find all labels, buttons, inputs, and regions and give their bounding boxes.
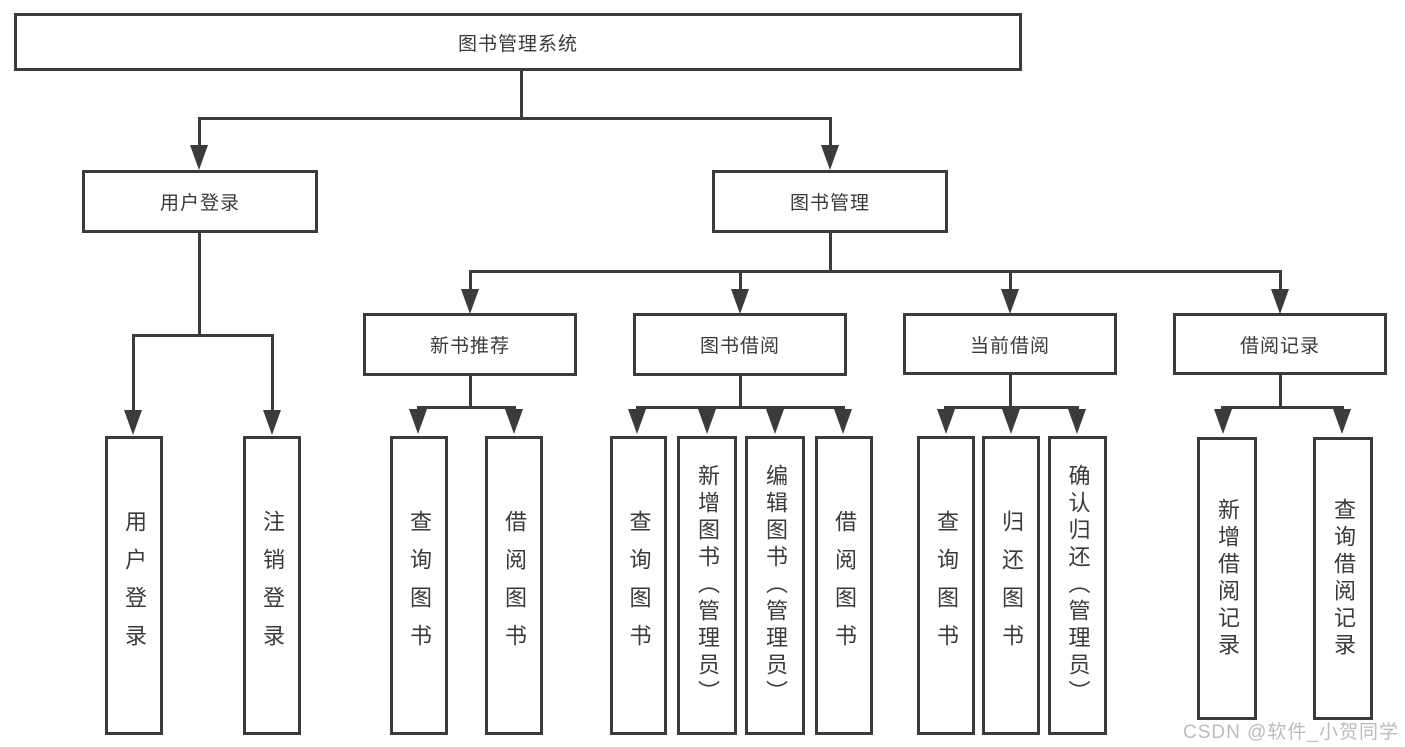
node-label: 确认归还（管理员） [1065, 464, 1091, 707]
node-current-borrowing: 当前借阅 [903, 313, 1117, 375]
arrowhead-icon [1001, 289, 1019, 314]
leaf-query-books-borrowing: 查询图书 [610, 436, 667, 735]
node-label: 查询图书 [934, 509, 959, 662]
connector-level2-rail [469, 270, 1282, 273]
connector-rail [1221, 406, 1344, 409]
arrowhead-icon [1068, 409, 1086, 434]
connector-rail [944, 406, 1079, 409]
arrowhead-icon [937, 409, 955, 434]
node-label: 查询图书 [626, 509, 652, 662]
connector-drop [132, 335, 135, 411]
arrowhead-icon [834, 409, 852, 434]
node-label: 图书管理系统 [457, 33, 578, 55]
arrowhead-icon [461, 289, 479, 314]
arrowhead-icon [628, 409, 646, 434]
node-book-borrowing: 图书借阅 [633, 313, 847, 376]
leaf-user-login: 用户登录 [105, 436, 163, 735]
connector-book-management-stem [829, 233, 832, 271]
connector-drop [829, 118, 832, 146]
connector-drop [198, 118, 201, 146]
arrowhead-icon [1271, 289, 1289, 314]
leaf-borrow-books: 借阅图书 [815, 436, 873, 735]
node-label: 注销登录 [260, 509, 285, 662]
node-label: 用户登录 [122, 509, 147, 662]
connector-stem [1279, 375, 1282, 407]
node-label: 查询借阅记录 [1331, 497, 1356, 660]
node-borrowing-records: 借阅记录 [1173, 313, 1387, 375]
node-label: 归还图书 [999, 509, 1024, 662]
arrowhead-icon [1333, 409, 1351, 434]
arrowhead-icon [1214, 409, 1232, 434]
connector-user-login-stem [198, 233, 201, 335]
connector-level1-rail [198, 117, 832, 120]
node-label: 查询图书 [407, 509, 432, 662]
leaf-edit-book-admin: 编辑图书（管理员） [745, 436, 805, 735]
node-label: 用户登录 [159, 193, 240, 214]
connector-root-stem [520, 71, 523, 118]
leaf-add-book-admin: 新增图书（管理员） [677, 436, 737, 735]
leaf-query-borrow-record: 查询借阅记录 [1313, 437, 1373, 720]
leaf-query-books-recommend: 查询图书 [390, 436, 448, 735]
leaf-return-book: 归还图书 [982, 436, 1040, 735]
connector-stem [469, 376, 472, 407]
node-book-management: 图书管理 [712, 170, 948, 233]
node-label: 借阅图书 [502, 509, 527, 662]
arrowhead-icon [190, 145, 208, 170]
connector-rail [636, 406, 845, 409]
leaf-confirm-return-admin: 确认归还（管理员） [1048, 436, 1107, 735]
arrowhead-icon [505, 409, 523, 434]
leaf-borrow-books-recommend: 借阅图书 [485, 436, 543, 735]
connector-drop [739, 271, 742, 290]
node-label: 图书管理 [789, 193, 870, 214]
connector-stem [739, 376, 742, 407]
arrowhead-icon [766, 409, 784, 434]
connector-stem [1009, 375, 1012, 407]
node-new-book-recommendation: 新书推荐 [363, 313, 577, 376]
connector-rail [417, 406, 516, 409]
node-label: 编辑图书（管理员） [763, 464, 788, 707]
arrowhead-icon [698, 409, 716, 434]
connector-drop [271, 335, 274, 411]
node-label: 图书借阅 [699, 336, 780, 357]
arrowhead-icon [821, 145, 839, 170]
node-label: 新书推荐 [429, 336, 510, 357]
arrowhead-icon [124, 410, 142, 435]
arrowhead-icon [731, 289, 749, 314]
connector-user-login-rail [132, 334, 274, 337]
node-label: 新增图书（管理员） [695, 464, 720, 707]
connector-drop [1009, 271, 1012, 290]
arrowhead-icon [409, 409, 427, 434]
leaf-add-borrow-record: 新增借阅记录 [1197, 437, 1257, 720]
arrowhead-icon [1002, 409, 1020, 434]
connector-drop [1279, 271, 1282, 290]
leaf-query-books-current: 查询图书 [917, 436, 975, 735]
node-label: 借阅图书 [832, 509, 857, 662]
node-label: 当前借阅 [969, 335, 1050, 357]
node-label: 新增借阅记录 [1215, 497, 1240, 660]
node-label: 借阅记录 [1239, 335, 1320, 357]
arrowhead-icon [263, 410, 281, 435]
node-library-management-system: 图书管理系统 [14, 13, 1022, 71]
node-user-login: 用户登录 [82, 170, 318, 233]
csdn-watermark: CSDN @软件_小贺同学 [1183, 722, 1399, 743]
leaf-logout: 注销登录 [243, 436, 301, 735]
connector-drop [469, 271, 472, 290]
